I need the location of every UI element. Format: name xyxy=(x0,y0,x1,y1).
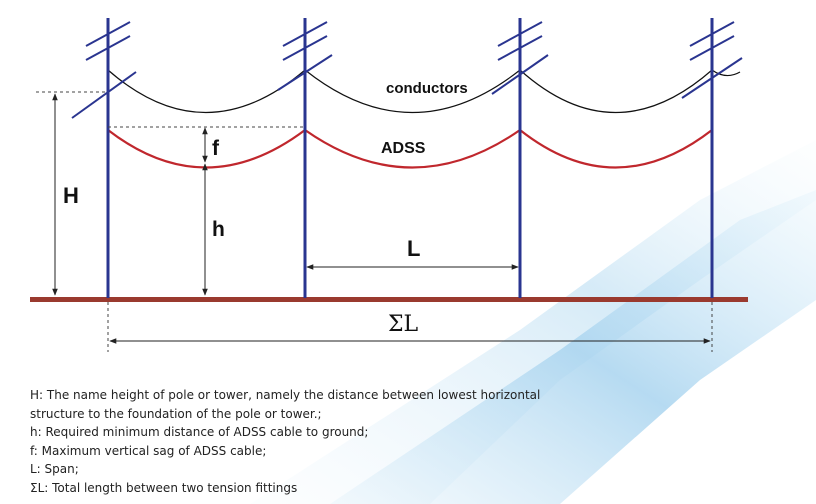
label-L: L xyxy=(407,236,420,261)
legend: H: The name height of pole or tower, nam… xyxy=(30,386,540,497)
streak-light xyxy=(250,140,816,504)
label-conductors: conductors xyxy=(386,80,468,97)
reference-dashes xyxy=(36,91,713,352)
label-f: f xyxy=(212,137,220,160)
legend-line-f: f: Maximum vertical sag of ADSS cable; xyxy=(30,443,267,458)
label-H: H xyxy=(63,183,79,208)
pole-3 xyxy=(491,18,549,298)
legend-line-H: H: The name height of pole or tower, nam… xyxy=(30,388,541,402)
background-streaks xyxy=(250,140,816,504)
pole-2 xyxy=(277,18,333,298)
legend-line-H-cont: structure to the foundation of the pole … xyxy=(30,406,322,421)
pole-1 xyxy=(71,18,137,298)
label-adss: ADSS xyxy=(381,140,426,157)
legend-line-L: L: Span; xyxy=(30,462,79,476)
legend-line-sum-L: ΣL: Total length between two tension fit… xyxy=(30,480,298,495)
streak-dark xyxy=(330,190,816,504)
dimension-lines xyxy=(52,93,711,344)
ground-line xyxy=(30,297,748,302)
label-sum-L: ΣL xyxy=(388,312,419,337)
legend-line-h: h: Required minimum distance of ADSS cab… xyxy=(30,425,369,439)
pole-4 xyxy=(681,18,743,298)
label-h: h xyxy=(212,218,225,241)
